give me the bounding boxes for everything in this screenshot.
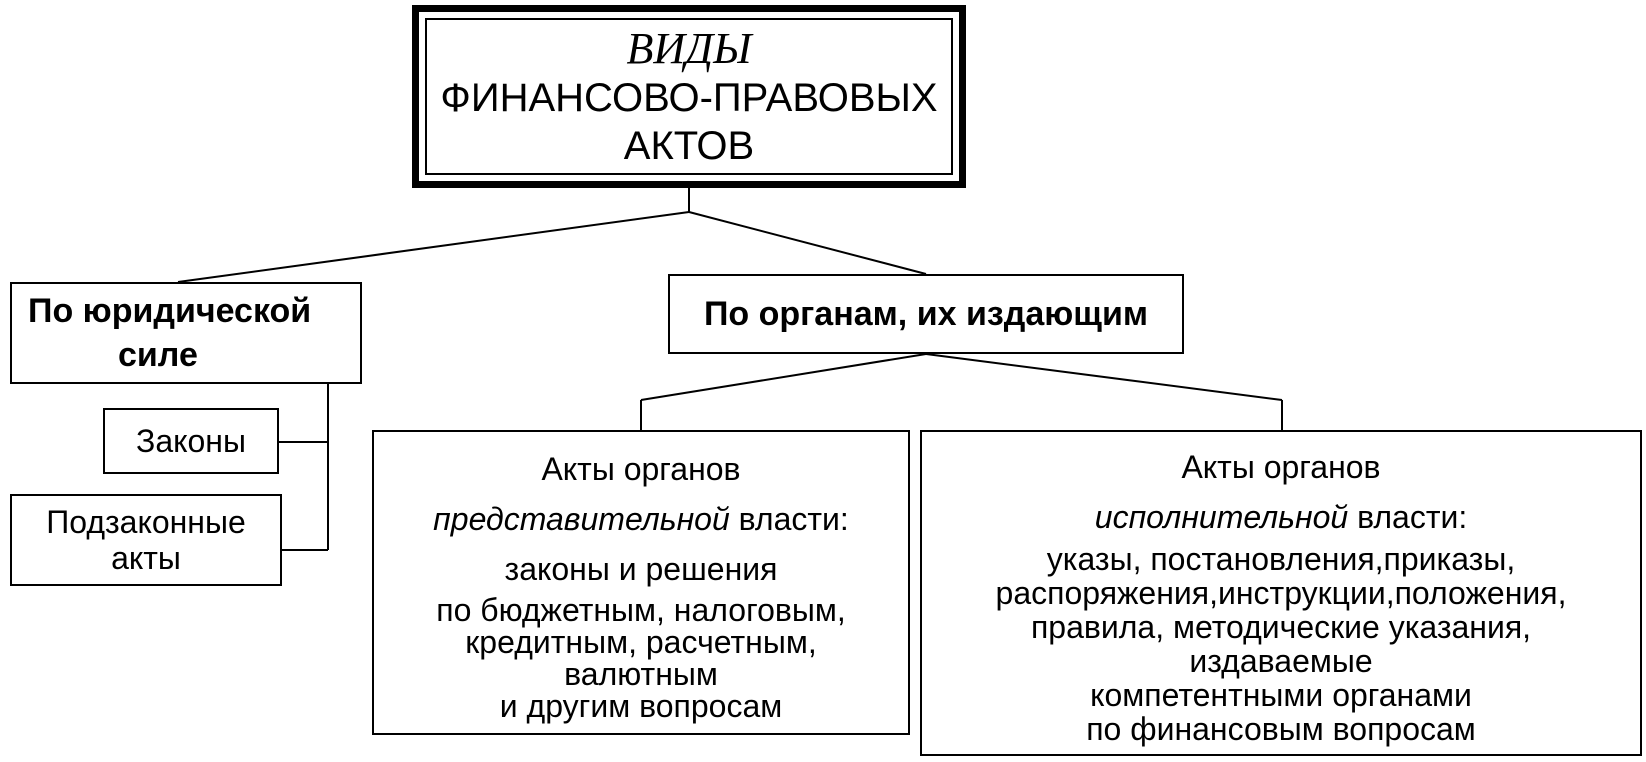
rep-line6: валютным bbox=[564, 656, 718, 692]
exec-line7: компетентными органами bbox=[1090, 677, 1472, 713]
sublaws-box: Подзаконные акты bbox=[10, 494, 282, 586]
connector-organs-to-rep bbox=[640, 353, 927, 401]
representative-acts-box: Акты органов представительной власти: за… bbox=[372, 430, 910, 735]
exec-line6: издаваемые bbox=[1189, 643, 1373, 679]
rep-line2: представительной власти: bbox=[433, 494, 849, 544]
sublaws-label-line1: Подзаконные bbox=[46, 504, 246, 540]
issuing-organs-box: По органам, их издающим bbox=[668, 274, 1184, 354]
exec-line4: распоряжения,инструкции,положения, bbox=[995, 575, 1567, 611]
issuing-organs-label: По органам, их издающим bbox=[703, 295, 1149, 333]
rep-italic: представительной bbox=[433, 501, 730, 537]
exec-line1: Акты органов bbox=[1181, 449, 1381, 485]
connector-root-to-legal bbox=[177, 211, 690, 283]
root-subtitle-line2: АКТОВ bbox=[623, 123, 755, 168]
laws-label: Законы bbox=[136, 422, 246, 459]
legal-force-label-line2: силе bbox=[118, 336, 198, 374]
rep-line2-rest: власти: bbox=[729, 501, 849, 537]
connector-organs-to-exec bbox=[925, 353, 1283, 401]
root-box: ВИДЫ ФИНАНСОВО-ПРАВОВЫХ АКТОВ bbox=[412, 5, 966, 188]
legal-force-box: По юридической силе bbox=[10, 282, 362, 384]
rep-line1: Акты органов bbox=[541, 451, 741, 487]
rep-line7: и другим вопросам bbox=[499, 688, 783, 724]
rep-line3: законы и решения bbox=[504, 551, 778, 587]
root-subtitle-line1: ФИНАНСОВО-ПРАВОВЫХ bbox=[440, 75, 938, 120]
rep-line5: кредитным, расчетным, bbox=[465, 624, 817, 660]
exec-line2-rest: власти: bbox=[1348, 499, 1468, 535]
laws-box: Законы bbox=[103, 408, 279, 474]
exec-italic: исполнительной bbox=[1094, 499, 1349, 535]
root-inner-frame: ВИДЫ ФИНАНСОВО-ПРАВОВЫХ АКТОВ bbox=[425, 18, 953, 175]
root-title: ВИДЫ bbox=[626, 23, 752, 73]
exec-line5: правила, методические указания, bbox=[1030, 609, 1532, 645]
legal-force-label-line1: По юридической bbox=[28, 292, 312, 330]
exec-line3: указы, постановления,приказы, bbox=[1046, 541, 1516, 577]
rep-line4: по бюджетным, налоговым, bbox=[436, 592, 846, 628]
sublaws-label-line2: акты bbox=[111, 540, 181, 576]
connector-root-to-organs bbox=[688, 211, 927, 275]
exec-line2: исполнительной власти: bbox=[1095, 492, 1467, 542]
executive-acts-box: Акты органов исполнительной власти: указ… bbox=[920, 430, 1642, 756]
exec-line8: по финансовым вопросам bbox=[1086, 711, 1476, 747]
